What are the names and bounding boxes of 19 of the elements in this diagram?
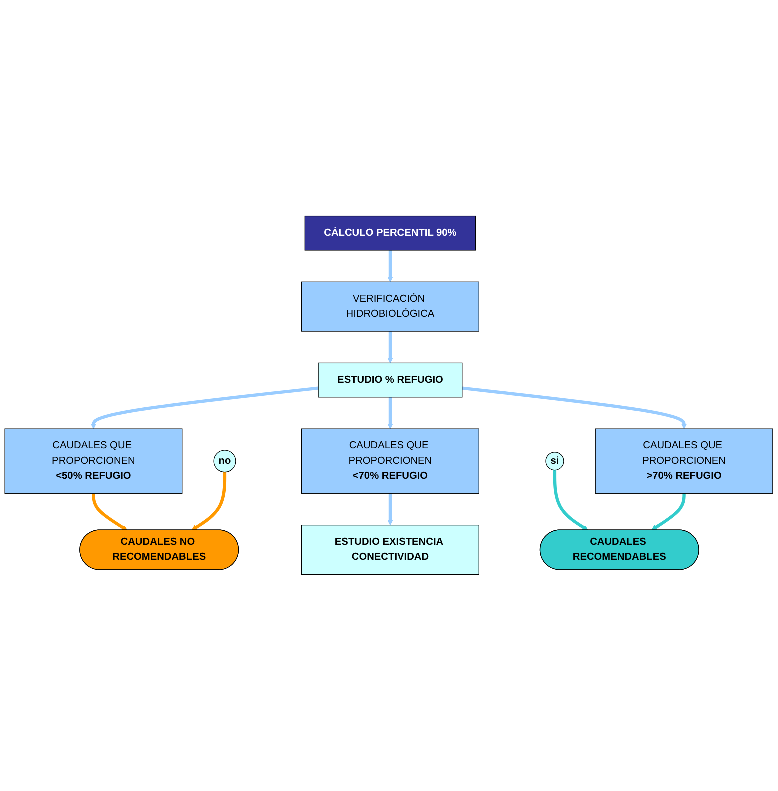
node-circle: si xyxy=(546,452,564,471)
arrow xyxy=(462,386,688,430)
arrow xyxy=(388,494,394,526)
arrow xyxy=(553,470,588,531)
arrow xyxy=(388,332,394,364)
arrow xyxy=(388,397,394,430)
arrow xyxy=(92,494,128,531)
arrow xyxy=(388,250,394,282)
node-box: ESTUDIO % REFUGIO xyxy=(318,362,463,398)
node-box: CÁLCULO PERCENTIL 90% xyxy=(304,216,476,251)
node-box: CAUDALES QUE PROPORCIONEN <50% REFUGIO xyxy=(4,428,183,494)
node-box: ESTUDIO EXISTENCIA CONECTIVIDAD xyxy=(302,525,480,576)
arrow xyxy=(192,472,227,531)
node-circle: no xyxy=(214,450,236,473)
node-box: VERIFICACIÓN HIDROBIOLÓGICA xyxy=(302,282,480,332)
arrow xyxy=(90,386,319,430)
arrow xyxy=(652,494,686,531)
node-box: CAUDALES QUE PROPORCIONEN <70% REFUGIO xyxy=(302,428,480,494)
node-box: CAUDALES QUE PROPORCIONEN >70% REFUGIO xyxy=(595,428,774,494)
